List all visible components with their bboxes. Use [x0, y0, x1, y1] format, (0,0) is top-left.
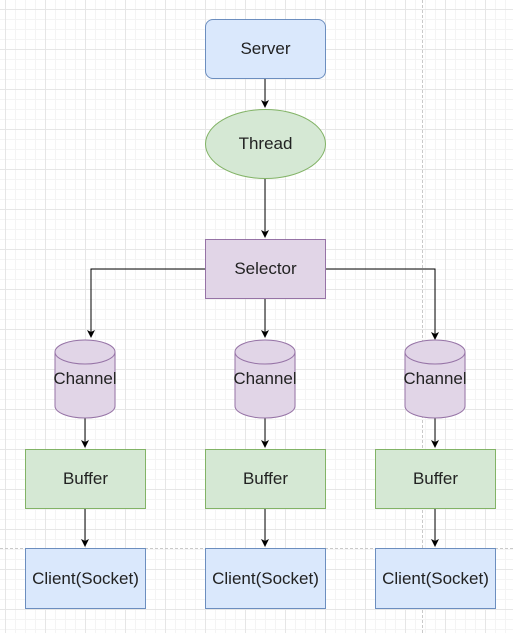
buffer-node-2[interactable]: Buffer	[205, 449, 326, 509]
channel-cylinder-1[interactable]	[54, 339, 116, 419]
client-node-1[interactable]: Client(Socket)	[25, 548, 146, 609]
thread-node[interactable]: Thread	[205, 109, 326, 179]
thread-label: Thread	[238, 134, 293, 153]
selector-node[interactable]: Selector	[205, 239, 326, 299]
edge-selector-channel-3	[325, 268, 439, 340]
buffer-node-1[interactable]: Buffer	[25, 449, 146, 509]
buffer-label-1: Buffer	[62, 469, 109, 488]
channel-label-2: Channel	[233, 369, 297, 388]
channel-cylinder-2[interactable]	[234, 339, 296, 419]
server-label: Server	[240, 39, 291, 58]
server-node[interactable]: Server	[205, 19, 326, 79]
client-node-3[interactable]: Client(Socket)	[375, 548, 496, 609]
channel-label-1: Channel	[53, 369, 117, 388]
channel-cylinder-3[interactable]	[404, 339, 466, 419]
buffer-node-3[interactable]: Buffer	[375, 449, 496, 509]
buffer-label-3: Buffer	[412, 469, 459, 488]
page-guide-vertical	[422, 0, 423, 633]
client-label-1: Client(Socket)	[32, 568, 139, 588]
client-node-2[interactable]: Client(Socket)	[205, 548, 326, 609]
channel-label-3: Channel	[403, 369, 467, 388]
client-label-3: Client(Socket)	[382, 568, 489, 588]
client-label-2: Client(Socket)	[212, 568, 319, 588]
buffer-label-2: Buffer	[242, 469, 289, 488]
selector-label: Selector	[234, 259, 297, 278]
edge-selector-channel-1	[87, 268, 205, 338]
